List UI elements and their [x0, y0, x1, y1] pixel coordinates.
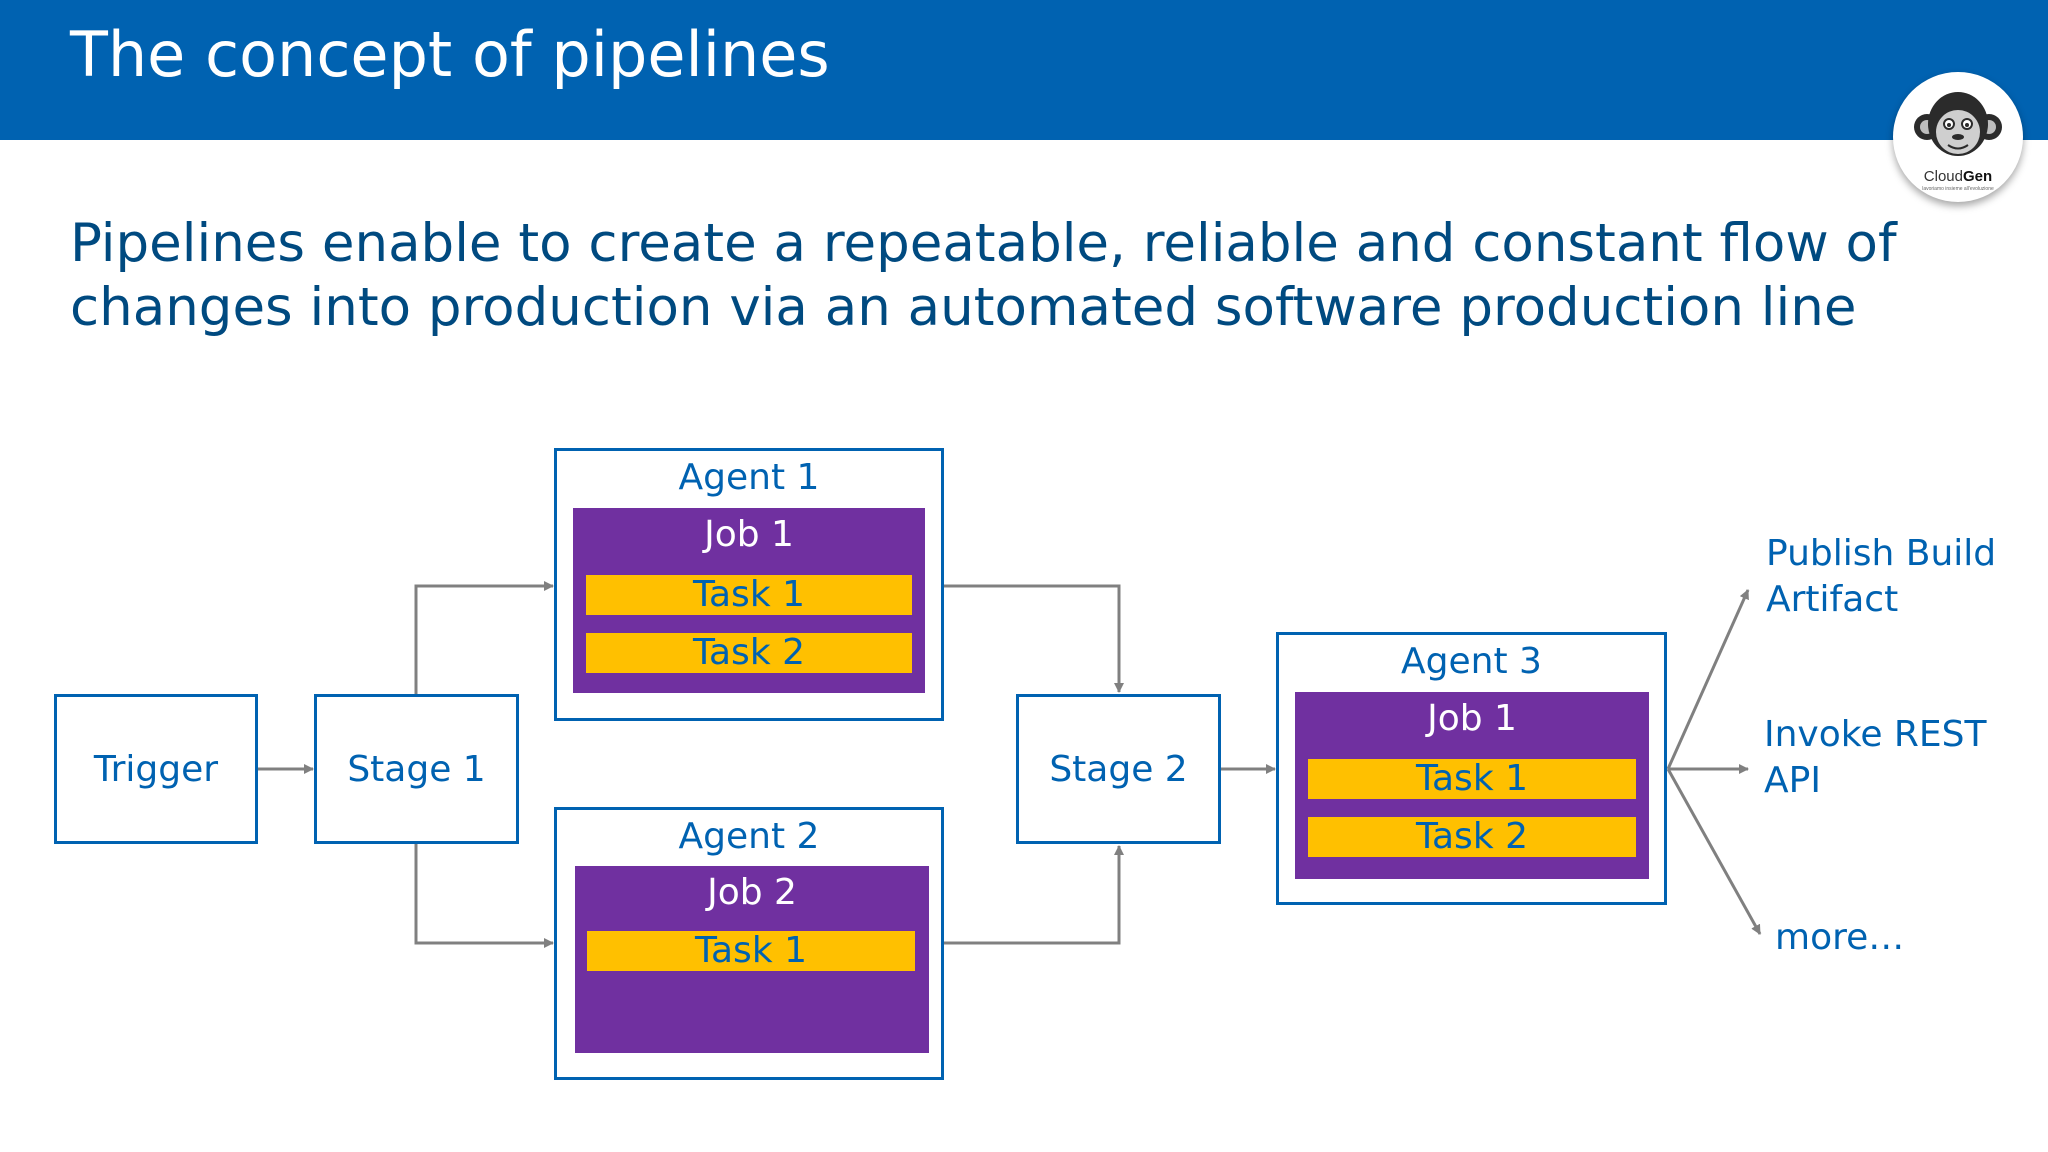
agent1-task-1: Task 1 — [586, 575, 912, 615]
subtitle-line-1: Pipelines enable to create a repeatable,… — [70, 213, 1897, 274]
connector-stage1-agent2 — [414, 843, 554, 948]
agent1-box: Agent 1 Job 1 Task 1 Task 2 — [554, 448, 944, 721]
agent3-job-title: Job 1 — [1427, 698, 1517, 739]
subtitle-line-2: changes into production via an automated… — [70, 277, 1857, 338]
output-invoke-rest: Invoke REST API — [1764, 712, 1987, 804]
agent1-job-title: Job 1 — [704, 514, 794, 555]
agent3-title: Agent 3 — [1401, 641, 1542, 682]
cloudgen-logo: CloudGen lavoriamo insieme all'evoluzion… — [1893, 72, 2023, 202]
connector-agent1-stage2 — [943, 584, 1124, 693]
agent3-task-2: Task 2 — [1308, 817, 1636, 857]
slide-title: The concept of pipelines — [70, 18, 830, 91]
output-more: more… — [1775, 917, 1905, 958]
output-invoke-line-1: Invoke REST — [1764, 714, 1987, 755]
output-invoke-line-2: API — [1764, 760, 1821, 801]
output-publish-line-2: Artifact — [1766, 579, 1899, 620]
output-publish-line-1: Publish Build — [1766, 533, 1997, 574]
agent2-job: Job 2 Task 1 — [575, 866, 929, 1053]
agent2-box: Agent 2 Job 2 Task 1 — [554, 807, 944, 1080]
trigger-label: Trigger — [93, 748, 219, 790]
connector-agent3-more — [1666, 768, 1762, 935]
output-publish-artifact: Publish Build Artifact — [1766, 531, 1996, 623]
title-bar: The concept of pipelines — [0, 0, 2048, 140]
agent3-job: Job 1 Task 1 Task 2 — [1295, 692, 1649, 879]
agent3-task-1: Task 1 — [1308, 759, 1636, 799]
connector-stage1-agent1 — [414, 581, 554, 694]
slide-subtitle: Pipelines enable to create a repeatable,… — [70, 212, 1970, 340]
agent3-box: Agent 3 Job 1 Task 1 Task 2 — [1276, 632, 1667, 905]
agent2-job-title: Job 2 — [707, 872, 797, 913]
agent1-task-2: Task 2 — [586, 633, 912, 673]
stage2-label: Stage 2 — [1049, 748, 1188, 790]
connector-agent2-stage2 — [943, 845, 1124, 945]
agent2-task-1: Task 1 — [587, 931, 915, 971]
agent1-job: Job 1 Task 1 Task 2 — [573, 508, 925, 693]
agent1-title: Agent 1 — [678, 457, 820, 498]
connector-agent3-publish — [1666, 589, 1750, 770]
monkey-icon — [1914, 92, 2002, 156]
agent2-title: Agent 2 — [678, 816, 820, 857]
trigger-box: Trigger — [54, 694, 258, 844]
stage1-label: Stage 1 — [347, 748, 486, 790]
logo-brand: CloudGen — [1923, 168, 1993, 185]
stage2-box: Stage 2 — [1016, 694, 1221, 844]
stage1-box: Stage 1 — [314, 694, 519, 844]
logo-tagline: lavoriamo insieme all'evoluzione — [1922, 186, 1994, 192]
